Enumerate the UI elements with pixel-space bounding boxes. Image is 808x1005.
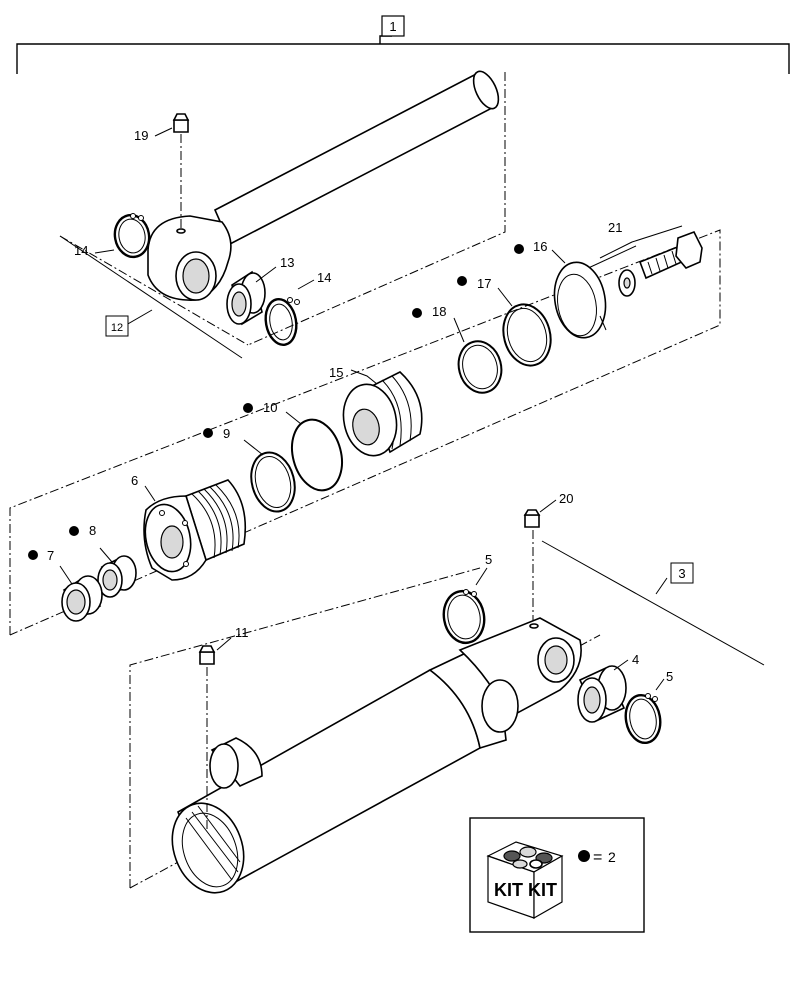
snap-ring-14-left: 14	[74, 213, 151, 259]
callout-14-left: 14	[74, 243, 88, 258]
kit-bullet-10	[243, 403, 253, 413]
kit-bullet-17	[457, 276, 467, 286]
bushing-8: 8	[69, 523, 137, 598]
callout-1: 1	[389, 19, 396, 34]
callout-15: 15	[329, 365, 343, 380]
gland-6: 6	[131, 473, 247, 581]
callout-11: 11	[235, 625, 249, 640]
rod-eye	[147, 215, 232, 301]
kit-legend-bullet	[578, 850, 590, 862]
callout-14-right: 14	[317, 270, 331, 285]
callout-20: 20	[559, 491, 573, 506]
callout-17: 17	[477, 276, 491, 291]
callout-9: 9	[223, 426, 230, 441]
callout-7: 7	[47, 548, 54, 563]
assembly-bracket-1: 1	[16, 15, 790, 74]
callout-18: 18	[432, 304, 446, 319]
kit-bullet-9	[203, 428, 213, 438]
ring-9: 9	[203, 426, 296, 513]
o-ring-10: 10	[243, 400, 343, 492]
grease-fitting-11: 11	[198, 625, 249, 830]
grease-fitting-19: 19	[134, 113, 190, 230]
kit-bullet-16	[514, 244, 524, 254]
callout-6: 6	[131, 473, 138, 488]
kit-bullet-18	[412, 308, 422, 318]
cylinder-barrel	[171, 617, 582, 894]
snap-ring-5-top: 5	[442, 552, 492, 645]
bracket-21-line	[583, 245, 637, 271]
callout-3: 3	[678, 566, 685, 581]
snap-ring-5-right: 5	[624, 669, 673, 745]
kit-legend: KIT KIT = 2	[469, 817, 645, 933]
kit-label-2: KIT	[528, 880, 557, 900]
bracket-3: 3	[541, 540, 765, 666]
kit-bullet-8	[69, 526, 79, 536]
callout-10: 10	[263, 400, 277, 415]
bushing-13: 13	[226, 255, 294, 326]
callout-19: 19	[134, 128, 148, 143]
wiper-7: 7	[28, 548, 103, 622]
callout-21: 21	[608, 220, 622, 235]
callout-12: 12	[111, 322, 123, 334]
callout-13: 13	[280, 255, 294, 270]
gland-boundary	[9, 229, 721, 636]
kit-equals: =	[593, 849, 602, 866]
bushing-4: 4	[577, 652, 639, 723]
piston-rod	[213, 70, 500, 246]
kit-bullet-7	[28, 550, 38, 560]
rod-boundary	[59, 72, 506, 346]
callout-8: 8	[89, 523, 96, 538]
kit-ref: 2	[608, 849, 616, 865]
callout-4: 4	[632, 652, 639, 667]
seal-17: 17	[457, 276, 552, 367]
bolt-21: 21	[599, 220, 703, 280]
kit-label-1: KIT	[494, 880, 523, 900]
callout-5-top: 5	[485, 552, 492, 567]
bracket-12: 12	[59, 235, 243, 359]
kit-box-icon: KIT KIT	[486, 841, 564, 920]
callout-5-right: 5	[666, 669, 673, 684]
callout-16: 16	[533, 239, 547, 254]
wear-ring-16: 16	[514, 239, 607, 339]
grease-fitting-20: 20	[523, 491, 573, 622]
o-ring-18: 18	[412, 304, 503, 394]
washer-21	[618, 269, 636, 297]
piston-15: 15	[329, 365, 423, 457]
snap-ring-14-right: 14	[264, 270, 331, 346]
